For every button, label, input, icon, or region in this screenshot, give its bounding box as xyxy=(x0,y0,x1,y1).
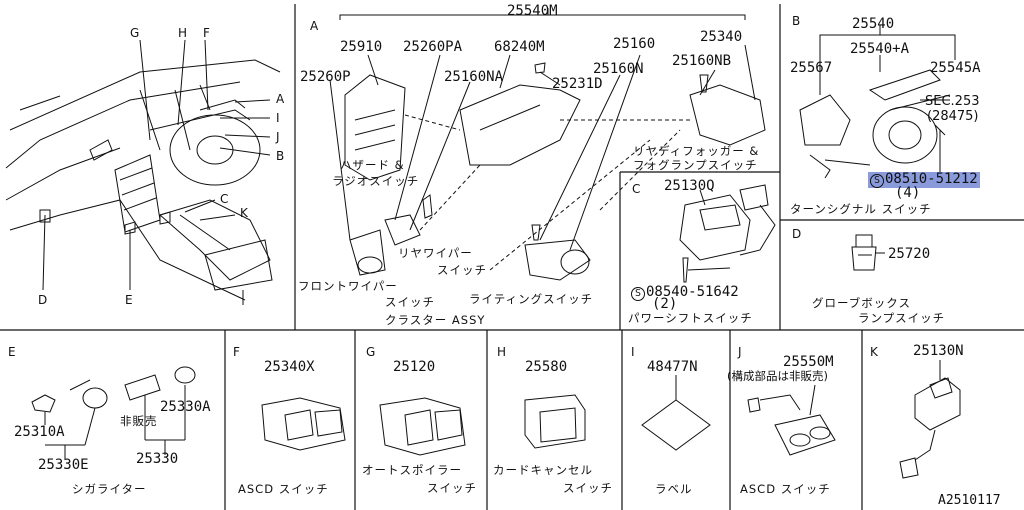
screw-qty-c: (2) xyxy=(652,296,678,312)
part-25120: 25120 xyxy=(393,359,436,375)
screw-number-b: 08510-51212 xyxy=(885,171,978,187)
panel-e-letter: E xyxy=(8,345,16,359)
screw-qty-b: (4) xyxy=(895,185,921,201)
lighting-switch-label: ライティングスイッチ xyxy=(469,292,594,306)
part-25330e: 25330E xyxy=(38,457,89,473)
sec-28475: (28475) xyxy=(927,109,979,124)
cigar-lighter-label: シガライター xyxy=(72,482,147,496)
callout-e: E xyxy=(125,293,133,307)
panel-j-letter: J xyxy=(738,345,742,359)
part-25330: 25330 xyxy=(136,451,179,467)
front-wiper-label-2: スイッチ xyxy=(385,295,435,309)
part-25260pa: 25260PA xyxy=(403,39,463,55)
part-25130q: 25130Q xyxy=(664,178,715,194)
card-cancel-label-1: カードキャンセル xyxy=(493,463,593,477)
part-25540m: 25540M xyxy=(507,3,558,19)
callout-f: F xyxy=(203,26,210,40)
callout-c: C xyxy=(220,192,229,206)
turn-signal-switch-label: ターンシグナル スイッチ xyxy=(790,202,932,216)
front-wiper-label-1: フロントワイパー xyxy=(298,279,398,293)
k-switch-drawing xyxy=(899,360,961,479)
panel-b-drawing xyxy=(799,25,956,179)
part-68240m: 68240M xyxy=(494,39,545,55)
callout-a: A xyxy=(276,92,285,106)
dashboard-overview-drawing xyxy=(5,39,281,305)
callout-i: I xyxy=(276,111,280,125)
not-sold-label: 非販売 xyxy=(120,414,158,428)
callout-d: D xyxy=(38,293,48,307)
callout-b: B xyxy=(276,149,285,163)
fog-label-1: リヤディフォッガー & xyxy=(633,144,760,158)
panel-c-drawing xyxy=(679,184,776,283)
hazard-radio-label-1: ハザード & xyxy=(340,158,405,172)
screw-mark-b: S xyxy=(870,174,884,188)
panel-i-letter: I xyxy=(631,345,635,359)
screw-mark-c: S xyxy=(631,287,645,301)
panel-c-letter: C xyxy=(632,182,641,196)
panel-d-drawing xyxy=(851,234,885,271)
part-48477n: 48477N xyxy=(647,359,698,375)
sec-253: SEC.253 xyxy=(925,94,980,109)
panel-a-letter: A xyxy=(310,19,319,33)
panel-k-letter: K xyxy=(870,345,878,359)
panel-d-letter: D xyxy=(792,227,802,241)
ascd-switch-j-label: ASCD スイッチ xyxy=(740,482,831,496)
callout-j: J xyxy=(276,130,280,144)
part-25720: 25720 xyxy=(888,246,931,262)
part-25540a: 25540+A xyxy=(850,41,910,57)
glovebox-label-2: ランプスイッチ xyxy=(858,311,946,325)
cluster-assy-label: クラスター ASSY xyxy=(385,313,486,327)
part-25540: 25540 xyxy=(852,16,895,32)
panel-h-letter: H xyxy=(497,345,507,359)
fog-label-2: フォグランプスイッチ xyxy=(633,158,758,172)
panel-g-letter: G xyxy=(366,345,376,359)
panel-borders xyxy=(0,4,1024,510)
part-25567: 25567 xyxy=(790,60,833,76)
label-drawing xyxy=(641,375,711,451)
part-25160n: 25160N xyxy=(593,61,644,77)
part-25550m: 25550M xyxy=(783,354,834,370)
panel-b-letter: B xyxy=(792,14,801,28)
part-25310a: 25310A xyxy=(14,424,65,440)
part-25160: 25160 xyxy=(613,36,656,52)
power-shift-switch-label: パワーシフトスイッチ xyxy=(628,311,753,325)
part-25545a: 25545A xyxy=(930,60,981,76)
part-25231d: 25231D xyxy=(552,76,603,92)
card-cancel-label-2: スイッチ xyxy=(563,481,613,495)
part-25330a: 25330A xyxy=(160,399,211,415)
panel-a-drawing xyxy=(329,8,766,281)
part-25580: 25580 xyxy=(525,359,568,375)
glovebox-label-1: グローブボックス xyxy=(812,296,911,310)
callout-g: G xyxy=(130,26,140,40)
label-caption: ラベル xyxy=(655,482,693,496)
ascd-switch-f-label: ASCD スイッチ xyxy=(238,482,329,496)
part-25260p: 25260P xyxy=(300,69,351,85)
panel-e-drawing xyxy=(31,366,196,460)
part-25910: 25910 xyxy=(340,39,383,55)
switch-drawings xyxy=(261,394,586,456)
callout-h: H xyxy=(178,26,188,40)
part-25130n: 25130N xyxy=(913,343,964,359)
rear-wiper-label-1: リヤワイパー xyxy=(398,246,473,260)
part-25160na: 25160NA xyxy=(444,69,504,85)
callout-k: K xyxy=(240,206,248,220)
figure-id: A2510117 xyxy=(938,493,1001,508)
auto-spoiler-label-2: スイッチ xyxy=(427,481,477,495)
part-25340: 25340 xyxy=(700,29,743,45)
components-not-sold-note: (構成部品は非販売) xyxy=(727,369,828,383)
part-25340x: 25340X xyxy=(264,359,315,375)
part-25160nb: 25160NB xyxy=(672,53,732,69)
rear-wiper-label-2: スイッチ xyxy=(437,263,487,277)
panel-f-letter: F xyxy=(233,345,240,359)
screw-number-c: 08540-51642 xyxy=(646,284,739,300)
auto-spoiler-label-1: オートスポイラー xyxy=(362,463,462,477)
hazard-radio-label-2: ラジオスイッチ xyxy=(332,174,420,188)
ascd-switch-drawing xyxy=(747,384,836,456)
